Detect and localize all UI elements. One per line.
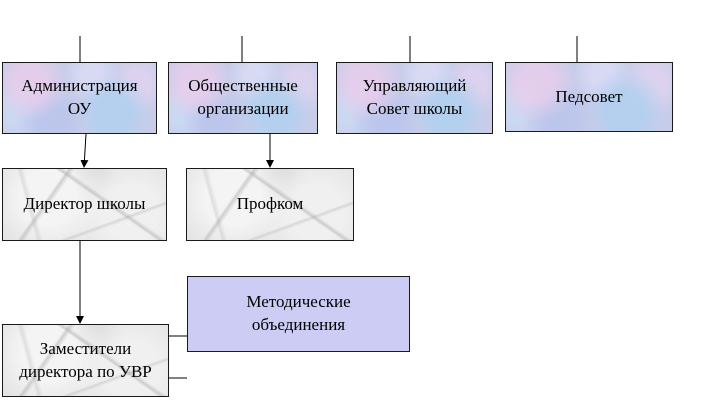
administration-box: Администрация ОУ [2, 62, 157, 134]
governing-council-box: Управляющий Совет школы [336, 62, 493, 134]
pedagogical-council-box: Педсовет [505, 62, 673, 132]
arrow-administration-to-director [80, 133, 89, 168]
public-organizations-box: Общественные организации [168, 62, 318, 134]
trade-union-committee-box: Профком [186, 168, 354, 241]
methodical-associations-box: Методические объединения [187, 276, 410, 352]
deputy-directors-box: Заместители директора по УВР [2, 324, 169, 397]
school-director-box: Директор школы [2, 168, 167, 241]
